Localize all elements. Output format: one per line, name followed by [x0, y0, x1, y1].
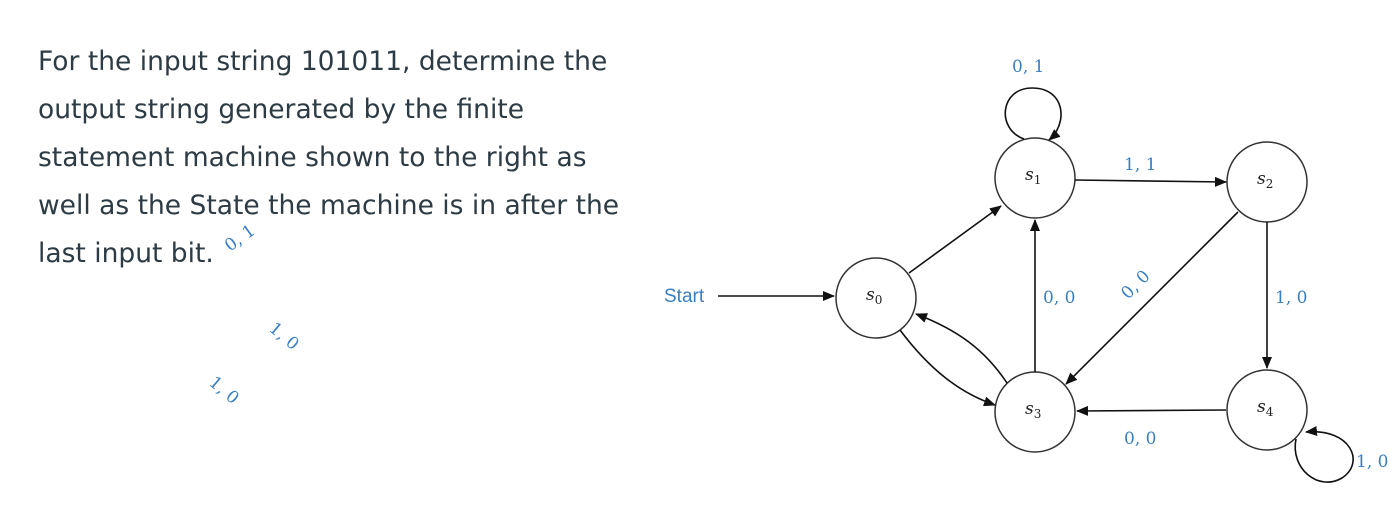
svg-text:s4: s4 — [1257, 397, 1274, 419]
state-s4: s4 — [1226, 369, 1308, 451]
state-s2: s2 — [1226, 141, 1308, 223]
state-s1-sub: 1 — [1034, 173, 1042, 187]
edge-s1-s2-label: 1, 1 — [1124, 155, 1156, 175]
edge-s4-s4 — [1294, 426, 1354, 483]
edge-s4-s3-label: 0, 0 — [1124, 429, 1156, 449]
state-s1: s1 — [994, 137, 1076, 219]
edge-s2-s4-label: 1, 0 — [1275, 288, 1307, 308]
edge-s3-s0 — [915, 313, 1008, 384]
edge-s1-s1-label: 0, 1 — [1012, 57, 1044, 77]
question-line-1: For the input string 101011, determine t… — [38, 46, 608, 77]
question-line-5: last input bit. — [38, 238, 214, 269]
edge-s3-s0-label: 1, 0 — [265, 319, 303, 355]
state-s4-sub: 4 — [1266, 405, 1274, 419]
svg-text:s1: s1 — [1025, 165, 1041, 187]
state-s0-letter: s — [866, 285, 875, 305]
state-s0-sub: 0 — [875, 293, 883, 307]
svg-text:s2: s2 — [1257, 169, 1273, 191]
state-s4-letter: s — [1257, 397, 1266, 417]
edge-s1-s2 — [1074, 176, 1227, 187]
edge-s1-s1 — [1004, 87, 1062, 141]
state-s1-letter: s — [1025, 165, 1034, 185]
question-line-3: statement machine shown to the right as — [38, 142, 587, 173]
start-label: Start — [664, 286, 705, 307]
state-s2-letter: s — [1257, 169, 1266, 189]
edge-s0-s3 — [899, 329, 996, 407]
edge-s3-s1-label: 0, 0 — [1043, 288, 1075, 308]
state-s3-letter: s — [1025, 399, 1034, 419]
edge-s0-s1-label: 0, 1 — [221, 221, 259, 256]
question-text: For the input string 101011, determine t… — [38, 38, 658, 278]
edge-s2-s3-label: 0, 0 — [1117, 266, 1154, 303]
state-s3-sub: 3 — [1034, 407, 1042, 421]
svg-text:s3: s3 — [1025, 399, 1041, 421]
edge-s0-s3-label: 1, 0 — [205, 373, 243, 409]
state-s0: s0 — [835, 257, 917, 339]
edge-s4-s4-label: 1, 0 — [1356, 452, 1388, 472]
edge-s0-s1 — [908, 205, 1002, 274]
state-s2-sub: 2 — [1266, 177, 1274, 191]
svg-text:s0: s0 — [866, 285, 882, 307]
edge-s2-s3 — [1065, 211, 1239, 385]
question-line-4: well as the State the machine is in afte… — [38, 190, 620, 221]
state-s3: s3 — [994, 371, 1076, 453]
question-line-2: output string generated by the finite — [38, 94, 525, 125]
edge-s4-s3 — [1076, 405, 1227, 416]
